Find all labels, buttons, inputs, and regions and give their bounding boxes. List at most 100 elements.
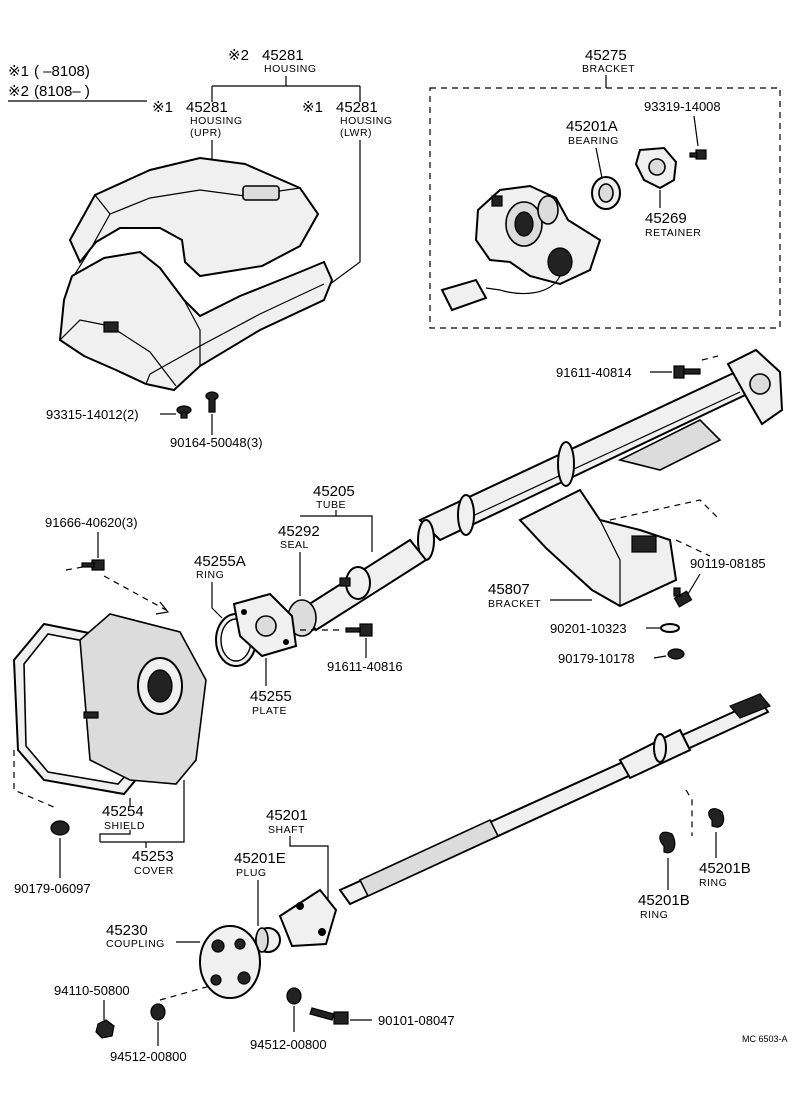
nut-90179-06097-icon xyxy=(50,820,70,836)
legend-mark-2: ※2 xyxy=(8,83,29,100)
bolt-93319-label: 93319-14008 xyxy=(644,99,721,114)
housing-labels: ※2 45281 HOUSING ※1 45281 HOUSING (UPR) … xyxy=(152,47,393,291)
bolt-90119-label: 90119-08185 xyxy=(690,556,766,571)
bracket-45807-dashed xyxy=(609,499,721,557)
housing-screws: 93315-14012(2) 90164-50048(3) xyxy=(46,391,263,450)
bracket-switch-assembly xyxy=(440,184,602,312)
bolt-90119-leader xyxy=(687,573,701,595)
bolt-93319-leader xyxy=(693,115,699,147)
coupling-disc-icon xyxy=(199,925,261,999)
bolt-91611-40814-icon xyxy=(673,365,701,379)
bracket-45807-tab xyxy=(631,535,657,553)
bearing-number: 45201A xyxy=(566,118,618,135)
screw-90164-label: 90164-50048(3) xyxy=(170,435,263,450)
housing-lower-side xyxy=(183,299,201,366)
column-tube-highlight xyxy=(463,391,741,521)
screw-90164-icon xyxy=(205,391,219,413)
nut-94110-icon xyxy=(95,1019,115,1039)
bolt-91611-40816-label: 91611-40816 xyxy=(327,659,403,674)
plate-number: 45255 xyxy=(250,688,292,705)
column-tube-joint-2 xyxy=(457,494,475,536)
screw-93315-label: 93315-14012(2) xyxy=(46,407,139,422)
housing-bracket-ticks xyxy=(211,76,361,102)
ring-b-right-number: 45201B xyxy=(699,860,751,877)
column-upper-mount xyxy=(617,419,722,471)
housing-lwr-sub: (LWR) xyxy=(340,127,372,139)
column-flange-hole xyxy=(749,373,771,395)
ring-b-left-number: 45201B xyxy=(638,892,690,909)
connector-plug-icon xyxy=(440,278,488,312)
housing-lwr-mark: ※1 xyxy=(302,99,323,116)
bearing-leader xyxy=(595,147,603,179)
housing-top-name: HOUSING xyxy=(264,63,317,75)
tube-leader xyxy=(300,510,373,552)
bracket-dashed-box xyxy=(429,87,781,329)
housing-lwr-name: HOUSING xyxy=(340,115,393,127)
shaft-leader xyxy=(289,836,329,900)
shield-name: SHIELD xyxy=(104,820,145,832)
coupling-name: COUPLING xyxy=(106,938,165,950)
housing-lower-shape xyxy=(58,250,334,392)
cover-shield-bracket xyxy=(99,780,185,848)
bolt-91666-dashed xyxy=(65,565,167,611)
nut-90179-10178-label: 90179-10178 xyxy=(558,651,635,666)
ring-b-right-icon xyxy=(708,808,725,828)
plug-name: PLUG xyxy=(236,867,267,879)
washer-90201-label: 90201-10323 xyxy=(550,621,627,636)
housing-drawing xyxy=(58,156,334,392)
column-tube-drawing xyxy=(417,348,784,608)
bracket-45807-shape xyxy=(518,488,678,608)
housing-upper-edge xyxy=(69,213,111,283)
ring-b-left-icon xyxy=(659,831,676,854)
legend-range-1: ( –8108) xyxy=(34,63,90,80)
nut-90179-06097-label: 90179-06097 xyxy=(14,881,91,896)
retainer-number: 45269 xyxy=(645,210,687,227)
nut-90179-10178-leader xyxy=(653,655,667,659)
cover-number: 45253 xyxy=(132,848,174,865)
bolt-91611-40816-icon xyxy=(345,623,373,637)
screw-93315-icon xyxy=(176,405,192,419)
nut-94512-right-label: 94512-00800 xyxy=(250,1037,327,1052)
ring-45255a-number: 45255A xyxy=(194,553,246,570)
bracket-45807-number: 45807 xyxy=(488,581,530,598)
cover-shield-drawing xyxy=(12,613,207,796)
tube-name: TUBE xyxy=(316,499,346,511)
bolt-91666-arrow xyxy=(155,601,170,615)
bolt-91611-40814-label: 91611-40814 xyxy=(556,365,632,380)
bolt-91666-icon xyxy=(81,559,105,571)
housing-upr-sub: (UPR) xyxy=(190,127,222,139)
housing-upr-number: 45281 xyxy=(186,99,228,116)
nut-94512-left-icon xyxy=(150,1003,166,1021)
cover-name: COVER xyxy=(134,865,174,877)
bolt-93319-icon xyxy=(689,149,707,160)
bolt-90119-icon xyxy=(673,587,693,608)
retainer-name: RETAINER xyxy=(645,227,701,239)
housing-top-mark: ※2 xyxy=(228,47,249,64)
seal-number: 45292 xyxy=(278,523,320,540)
plug-icon xyxy=(255,927,281,953)
bolt-91611-40814-dash xyxy=(701,355,719,361)
ring-45255a-name: RING xyxy=(196,569,224,581)
ring-45255a-leader xyxy=(211,582,223,619)
housing-upper-slot xyxy=(242,185,280,201)
bracket-45807-name: BRACKET xyxy=(488,598,541,610)
shaft-name: SHAFT xyxy=(268,824,305,836)
housing-lwr-leader xyxy=(321,140,361,291)
cover-hole xyxy=(147,669,173,703)
coupling-number: 45230 xyxy=(106,922,148,939)
housing-upr-name: HOUSING xyxy=(190,115,243,127)
bracket-group: 45275 BRACKET 45201A BEARING 93319-14008… xyxy=(429,47,781,329)
housing-upr-mark: ※1 xyxy=(152,99,173,116)
nut-94512-right-icon xyxy=(286,987,302,1005)
bolt-90101-icon xyxy=(309,1007,349,1025)
diagram-reference-code: MC 6503-A xyxy=(742,1034,788,1044)
ring-b-dashed xyxy=(685,789,693,836)
legend-mark-1: ※1 xyxy=(8,63,29,80)
column-tube-joint xyxy=(557,441,575,487)
housing-lwr-number: 45281 xyxy=(336,99,378,116)
shield-number: 45254 xyxy=(102,803,144,820)
bolt-90101-label: 90101-08047 xyxy=(378,1013,455,1028)
steering-shaft-drawing xyxy=(278,693,771,948)
nut-90179-10178-icon xyxy=(667,648,685,660)
